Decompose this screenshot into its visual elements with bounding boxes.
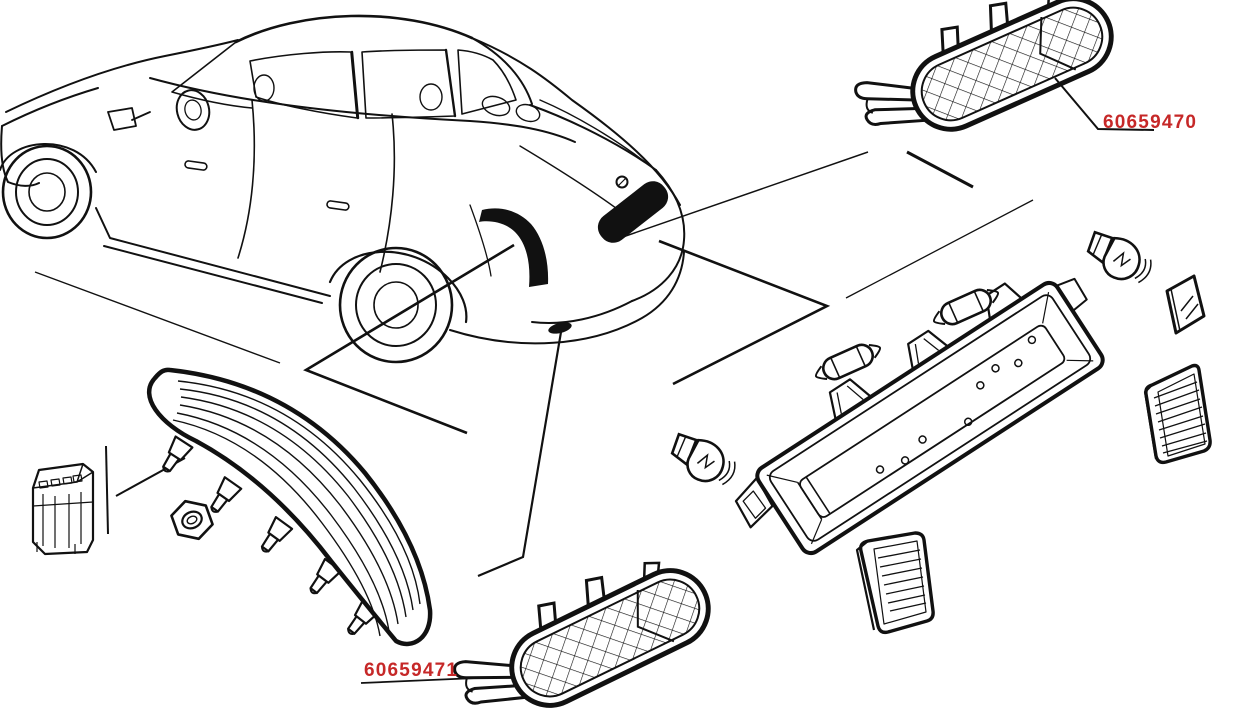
rear-wheel — [338, 246, 454, 364]
car-tail-lamp-highlight — [479, 208, 549, 287]
part-grille-lamp-upper[interactable] — [845, 0, 1123, 162]
part-wedge-bulb-left[interactable] — [663, 426, 743, 495]
part-grille-lamp-lower[interactable] — [443, 536, 721, 712]
front-wheel — [1, 144, 93, 240]
part-festoon-bulb-left[interactable] — [810, 336, 886, 388]
part-ribbed-lens-right[interactable] — [1143, 363, 1212, 465]
part-number-60659471[interactable]: 60659471 — [364, 660, 458, 681]
leader-lines — [34, 150, 1034, 578]
car-rear-three-quarter-view — [0, 14, 686, 364]
label-leaders — [360, 77, 1155, 684]
car-bumper-lamp-highlight — [548, 322, 572, 334]
brand-badge — [615, 175, 629, 189]
part-number-60659470[interactable]: 60659470 — [1103, 112, 1197, 133]
part-ribbed-lens-bottom[interactable] — [855, 531, 935, 635]
part-rear-lamp-cluster[interactable] — [147, 367, 433, 647]
part-flat-glass-lens[interactable] — [1165, 274, 1206, 335]
car-license-lamp-highlight — [597, 181, 669, 243]
part-wiring-connector[interactable] — [31, 462, 95, 556]
part-hex-nut[interactable] — [168, 499, 216, 541]
part-license-lamp-housing[interactable] — [712, 247, 1122, 574]
part-wedge-bulb-right[interactable] — [1079, 224, 1159, 293]
